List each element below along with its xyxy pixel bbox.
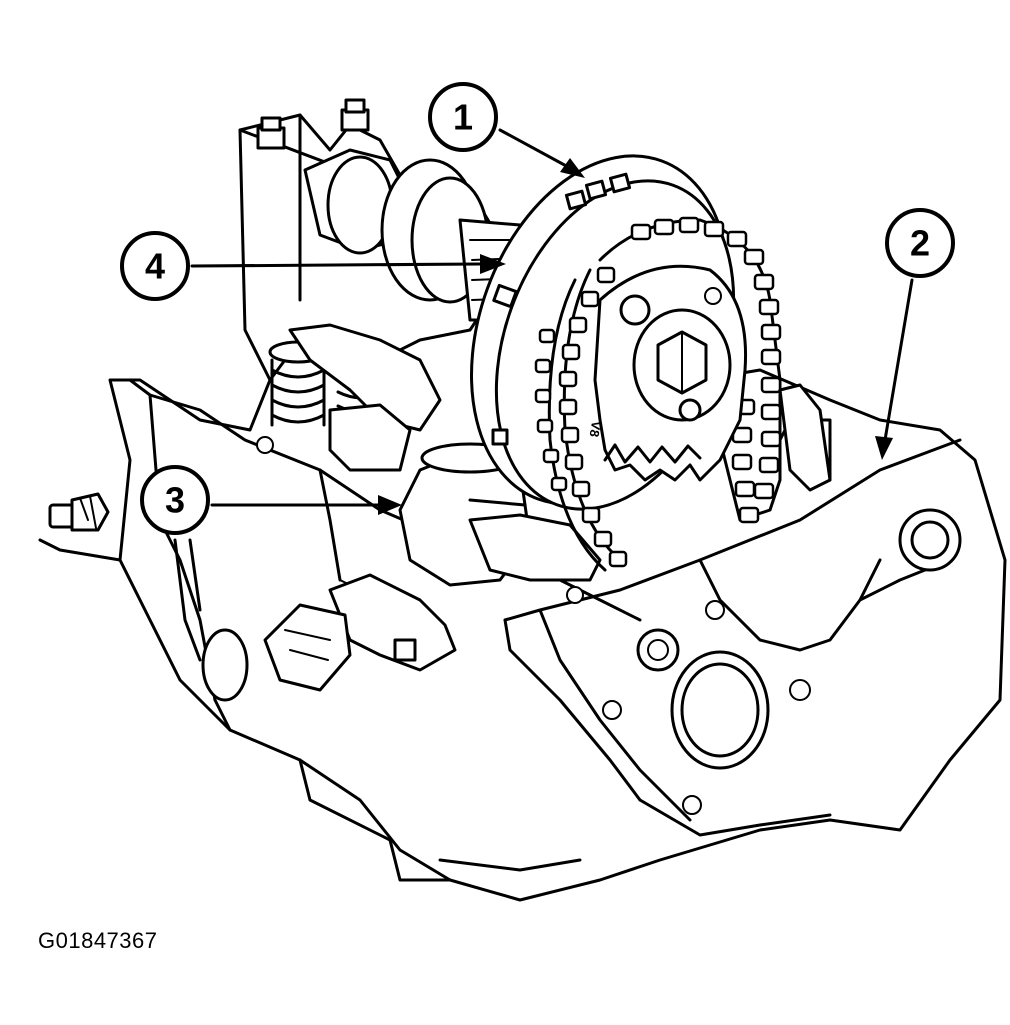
leader-arrow-2	[883, 278, 914, 442]
chain-guide	[778, 383, 832, 492]
arrowhead-2	[875, 436, 893, 460]
head-bolt	[256, 116, 286, 150]
head-bolt	[340, 98, 370, 132]
callout-number-2: 2	[910, 223, 930, 264]
figure-id: G01847367	[38, 928, 158, 953]
stud-nut	[48, 492, 110, 532]
callout-2: 2	[885, 208, 955, 278]
arrowhead-4	[480, 254, 506, 274]
chain-tensioner	[398, 442, 602, 587]
arrowhead-3	[378, 495, 402, 515]
cam-sprocket: V8	[587, 264, 748, 482]
gear-timing-mark: V8	[587, 420, 605, 438]
callout-1: 1	[428, 82, 498, 152]
callout-4: 4	[120, 231, 190, 301]
callout-number-3: 3	[165, 480, 185, 521]
timing-chain	[534, 216, 782, 572]
rocker-arm	[288, 323, 442, 472]
arrowhead-1	[560, 158, 585, 178]
callout-number-1: 1	[453, 97, 473, 138]
leader-arrows	[190, 128, 914, 515]
callout-3: 3	[140, 465, 210, 535]
callout-number-4: 4	[145, 246, 165, 287]
cam-position-sensor	[263, 573, 457, 692]
leader-arrow-1	[498, 128, 572, 170]
chain-links	[534, 216, 782, 568]
leader-arrow-4	[190, 262, 482, 268]
